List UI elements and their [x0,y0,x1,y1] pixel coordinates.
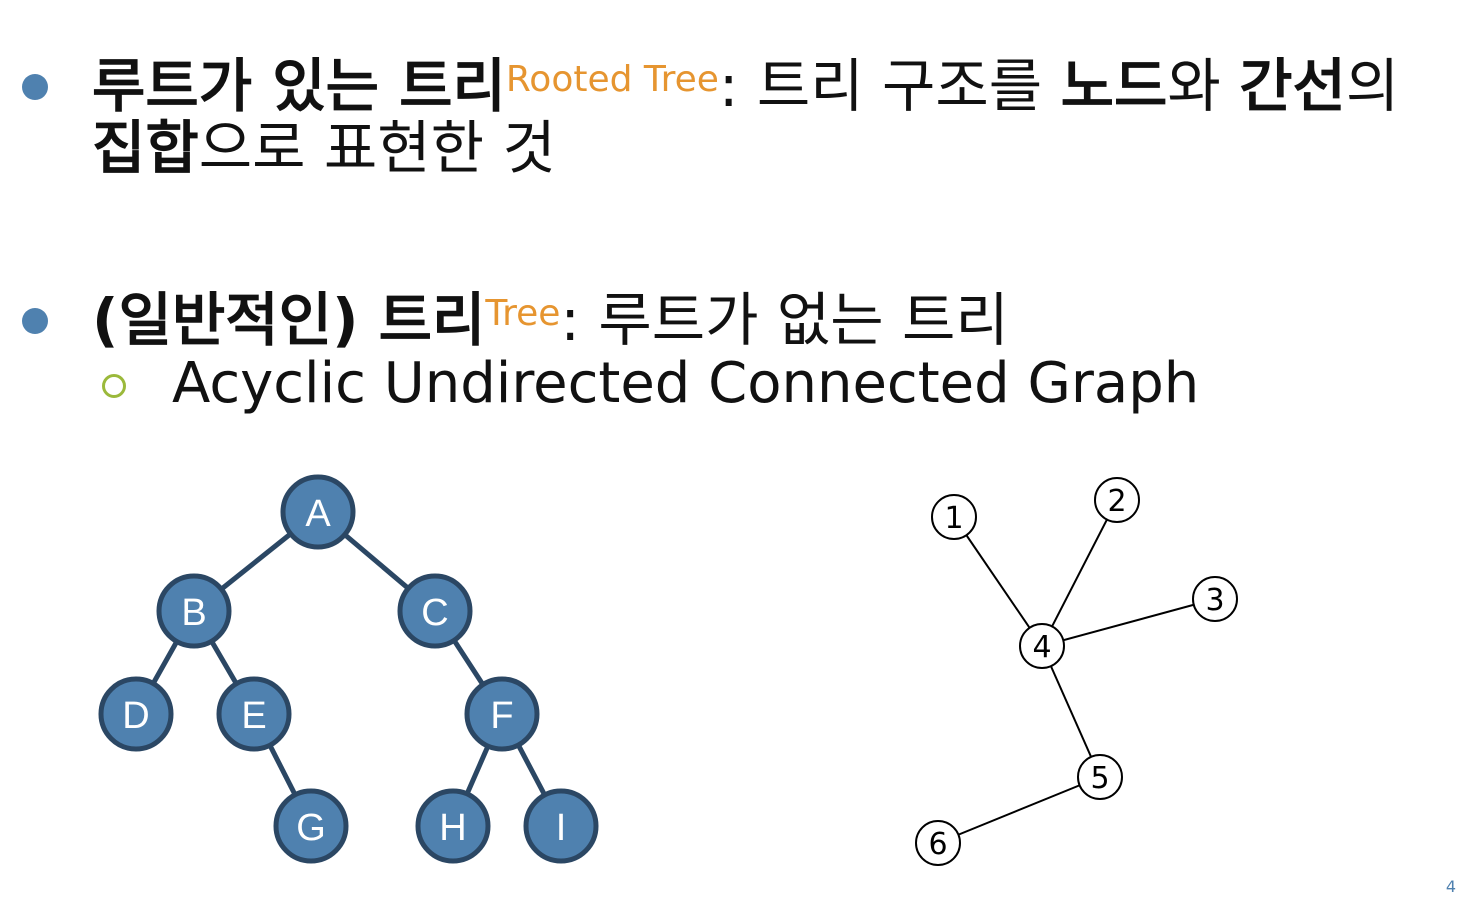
free-node-6 [915,820,961,866]
bullet1-text-c: 의 [1345,52,1400,120]
free-edge-2-4 [1041,499,1118,647]
bullet-dot [22,308,48,334]
rooted-node-A [280,474,356,550]
bullet2-term: (일반적인) 트리 [92,286,486,354]
rooted-node-B [156,573,232,649]
rooted-node-label-H: H [439,807,466,849]
rooted-node-F [464,676,540,752]
free-node-label-1: 1 [944,501,963,536]
bullet1-term-en: Rooted Tree [505,59,719,100]
free-edge-3-4 [1041,598,1216,647]
rooted-node-label-G: G [296,807,326,849]
bullet1-bold-set: 집합 [92,114,199,182]
rooted-node-H [415,788,491,864]
bullet2-sub: Acyclic Undirected Connected Graph [172,351,1200,416]
rooted-node-label-F: F [490,695,513,737]
rooted-node-label-A: A [305,493,331,535]
rooted-tree-nodes: A B C D E F G H I [98,474,599,864]
page-number: 4 [1445,877,1456,896]
free-tree-edges [937,499,1216,844]
free-node-label-2: 2 [1107,484,1126,519]
sub-bullet-circle [102,374,126,398]
free-edge-5-6 [937,776,1101,844]
rooted-node-label-B: B [181,592,206,634]
rooted-node-E [216,676,292,752]
bullet2-line: (일반적인) 트리Tree: 루트가 없는 트리 [92,288,1009,352]
free-node-label-6: 6 [928,827,947,862]
bullet1-text-d: 으로 표현한 것 [198,114,556,182]
rooted-node-D [98,676,174,752]
free-node-label-5: 5 [1090,761,1109,796]
free-node-5 [1077,754,1123,800]
bullet1-text-a: : 트리 구조를 [718,52,1061,120]
free-node-label-4: 4 [1032,630,1051,665]
bullet1-line2: 집합으로 표현한 것 [92,116,556,180]
rooted-node-label-C: C [421,592,448,634]
bullet1-text-b: 와 [1167,52,1240,120]
free-node-label-3: 3 [1205,583,1224,618]
free-edge-1-4 [953,516,1043,647]
free-node-3 [1192,576,1238,622]
rooted-node-label-D: D [122,695,149,737]
free-node-1 [931,494,977,540]
rooted-tree-edges [133,510,564,828]
rooted-node-label-I: I [556,807,567,849]
bullet1-bold-edge: 간선 [1239,52,1346,120]
free-node-2 [1094,477,1140,523]
rooted-node-I [523,788,599,864]
bullet1-term: 루트가 있는 트리 [92,52,506,120]
bullet2-term-en: Tree [485,293,561,334]
rooted-node-G [273,788,349,864]
bullet1-line1: 루트가 있는 트리Rooted Tree: 트리 구조를 노드와 간선의 [92,54,1399,118]
bullet2-text: : 루트가 없는 트리 [560,286,1009,354]
rooted-node-label-E: E [241,695,266,737]
free-tree-nodes: 1 2 3 4 5 6 [915,477,1238,866]
bullet-dot [22,74,48,100]
free-edge-4-5 [1041,645,1101,778]
bullet1-bold-node: 노드 [1060,52,1168,120]
free-node-4 [1019,623,1065,669]
rooted-node-C [397,573,473,649]
